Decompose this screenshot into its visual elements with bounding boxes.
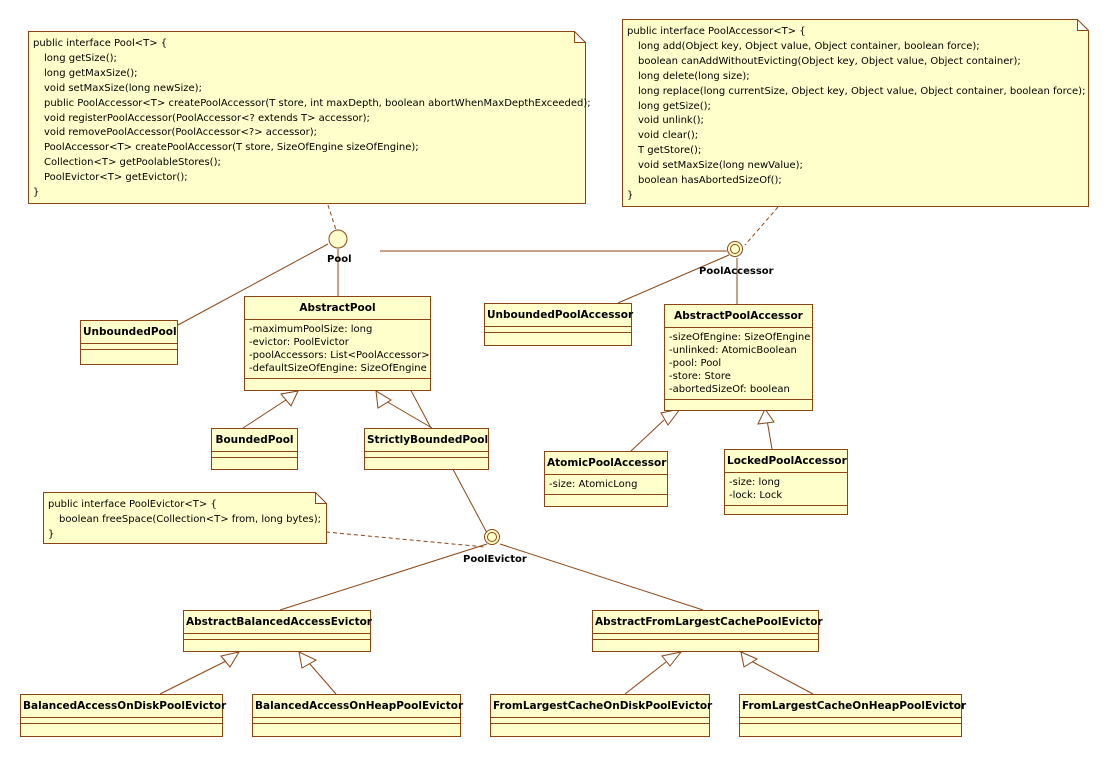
note-line: void setMaxSize(long newValue); (638, 160, 803, 172)
class-attributes: -size: AtomicLong (545, 475, 667, 495)
note-line: void setMaxSize(long newSize); (44, 82, 202, 94)
class-balanced-access-on-heap-pool-evictor: BalancedAccessOnHeapPoolEvictor (252, 694, 463, 737)
evictor-note-anchor (325, 531, 486, 548)
accessor-note-anchor (744, 206, 779, 246)
class-bounded-pool: BoundedPool (211, 428, 298, 470)
attribute: -defaultSizeOfEngine: SizeOfEngine (249, 363, 427, 374)
evictor-note-lines: public interface PoolEvictor<T> { boolea… (48, 498, 321, 543)
note-line: long getMaxSize(); (44, 67, 138, 79)
note-line: void unlink(); (638, 115, 704, 127)
accessor-note-lines: public interface PoolAccessor<T> { long … (627, 25, 1085, 204)
note-line: PoolAccessor<T> createPoolAccessor(T sto… (44, 142, 419, 154)
note-line: Collection<T> getPoolableStores(); (44, 157, 221, 169)
class-attributes: -sizeOfEngine: SizeOfEngine -unlinked: A… (665, 328, 812, 400)
class-name: UnboundedPool (81, 321, 177, 344)
class-name: BalancedAccessOnHeapPoolEvictor (253, 695, 463, 718)
evictor-balanced-link (279, 543, 488, 611)
note-line: } (627, 189, 634, 201)
class-name: AbstractFromLargestCachePoolEvictor (593, 611, 823, 634)
attribute: -maximumPoolSize: long (249, 324, 373, 335)
note-line: void registerPoolAccessor(PoolAccessor<?… (44, 112, 370, 124)
class-from-largest-cache-on-heap-pool-evictor: FromLargestCacheOnHeapPoolEvictor (739, 694, 966, 737)
note-line: public interface Pool<T> { (33, 38, 168, 49)
pool-accessor-interface-label: PoolAccessor (699, 266, 774, 277)
class-abstract-balanced-access-evictor: AbstractBalancedAccessEvictor (183, 610, 372, 652)
class-balanced-access-on-disk-pool-evictor: BalancedAccessOnDiskPoolEvictor (20, 694, 226, 737)
note-line: boolean canAddWithoutEvicting(Object key… (638, 55, 1021, 67)
note-line: public interface PoolEvictor<T> { (48, 499, 217, 510)
class-locked-pool-accessor: LockedPoolAccessor -size: long -lock: Lo… (724, 449, 848, 515)
class-atomic-pool-accessor: AtomicPoolAccessor -size: AtomicLong (544, 451, 668, 507)
note-line: long replace(long currentSize, Object ke… (638, 85, 1086, 97)
class-from-largest-cache-on-disk-pool-evictor: FromLargestCacheOnDiskPoolEvictor (490, 694, 712, 737)
note-line: long add(Object key, Object value, Objec… (638, 40, 980, 52)
note-line: boolean hasAbortedSizeOf(); (638, 175, 782, 187)
attribute: -abortedSizeOf: boolean (669, 384, 790, 395)
pool-accessor-interface-note: public interface PoolAccessor<T> { long … (622, 19, 1089, 207)
note-line: void clear(); (638, 130, 699, 142)
pool-interface-note: public interface Pool<T> { long getSize(… (28, 31, 591, 204)
class-name: AbstractBalancedAccessEvictor (184, 611, 372, 634)
class-strictly-bounded-pool: StrictlyBoundedPool (364, 428, 489, 470)
pool-interface-label: Pool (327, 254, 352, 265)
pool-lollipop (328, 229, 348, 249)
pool-evictor-interface-label: PoolEvictor (463, 554, 527, 565)
pool-evictor-interface-note: public interface PoolEvictor<T> { boolea… (43, 492, 327, 544)
class-name: AtomicPoolAccessor (545, 452, 667, 475)
class-abstract-from-largest-cache-pool-evictor: AbstractFromLargestCachePoolEvictor (592, 610, 823, 652)
note-line: PoolEvictor<T> getEvictor(); (44, 172, 188, 184)
class-attributes: -size: long -lock: Lock (725, 473, 847, 506)
class-name: FromLargestCacheOnDiskPoolEvictor (491, 695, 712, 718)
class-name: LockedPoolAccessor (725, 450, 847, 473)
class-unbounded-pool-accessor: UnboundedPoolAccessor (484, 303, 633, 346)
pool-note-anchor (327, 204, 337, 231)
class-name: StrictlyBoundedPool (365, 429, 488, 452)
attribute: -evictor: PoolEvictor (249, 337, 349, 348)
class-name: BoundedPool (212, 429, 297, 452)
note-line: public PoolAccessor<T> createPoolAccesso… (44, 97, 591, 109)
pool-note-lines: public interface Pool<T> { long getSize(… (33, 37, 591, 201)
attribute: -size: long (729, 477, 781, 488)
note-line: long delete(long size); (638, 70, 750, 82)
attribute: -unlinked: AtomicBoolean (669, 345, 797, 356)
note-line: } (48, 528, 55, 540)
attribute: -sizeOfEngine: SizeOfEngine (669, 332, 811, 343)
attribute: -pool: Pool (669, 358, 722, 369)
pool-unboundedpool-link (177, 243, 329, 326)
class-attributes: -maximumPoolSize: long -evictor: PoolEvi… (245, 320, 430, 379)
class-name: BalancedAccessOnDiskPoolEvictor (21, 695, 226, 718)
note-line: boolean freeSpace(Collection<T> from, lo… (59, 513, 321, 525)
note-line: public interface PoolAccessor<T> { (627, 26, 806, 37)
note-line: void removePoolAccessor(PoolAccessor<?> … (44, 127, 317, 139)
note-line: } (33, 187, 40, 199)
attribute: -store: Store (669, 371, 731, 382)
class-abstract-pool-accessor: AbstractPoolAccessor -sizeOfEngine: Size… (664, 304, 813, 411)
class-name: UnboundedPoolAccessor (485, 304, 633, 327)
class-name: AbstractPoolAccessor (665, 305, 812, 328)
evictor-largest-link (499, 543, 704, 611)
attribute: -poolAccessors: List<PoolAccessor> (249, 350, 430, 361)
note-line: T getStore(); (638, 145, 702, 157)
class-unbounded-pool: UnboundedPool (80, 320, 178, 365)
note-line: long getSize(); (44, 52, 117, 64)
class-abstract-pool: AbstractPool -maximumPoolSize: long -evi… (244, 296, 431, 391)
accessor-unbounded-link (617, 254, 730, 304)
attribute: -lock: Lock (729, 490, 783, 501)
class-name: FromLargestCacheOnHeapPoolEvictor (740, 695, 966, 718)
attribute: -size: AtomicLong (549, 479, 638, 490)
note-line: long getSize(); (638, 100, 711, 112)
class-name: AbstractPool (245, 297, 430, 320)
